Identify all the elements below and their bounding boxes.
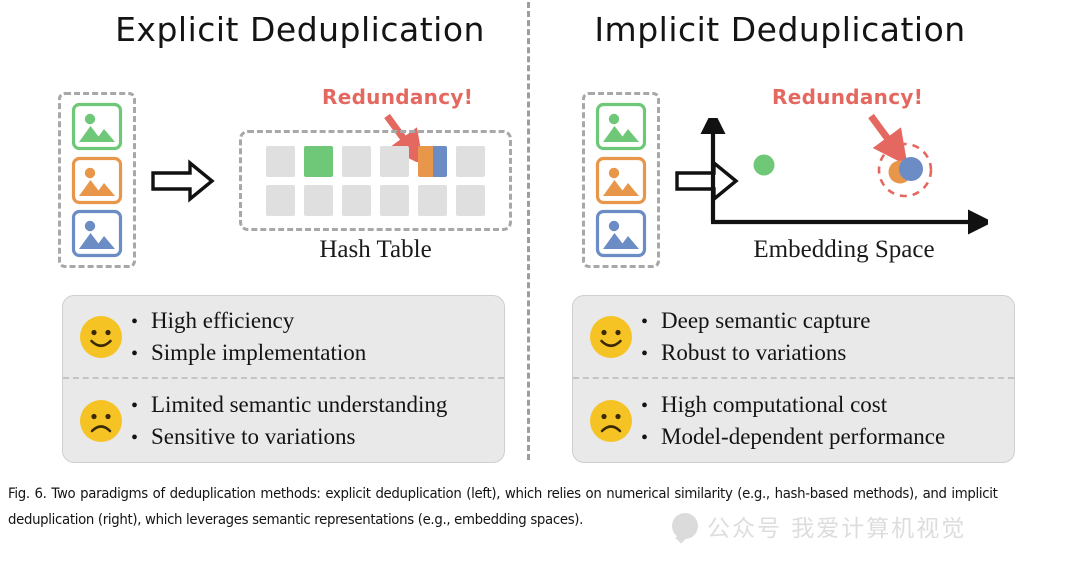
list-item-label: Deep semantic capture — [661, 307, 871, 333]
bullet-glyph: • — [641, 310, 649, 333]
left-pros-list: • High efficiency • Simple implementatio… — [131, 306, 366, 367]
hash-cell-empty — [342, 184, 371, 216]
hash-cell-empty — [456, 184, 485, 216]
right-cons-section: • High computational cost • Model-depend… — [573, 379, 1014, 462]
list-item-label: Robust to variations — [661, 339, 847, 365]
image-thumb-green-icon — [595, 102, 647, 151]
image-thumb-orange-icon — [71, 156, 123, 205]
list-item: • Deep semantic capture — [641, 306, 870, 336]
list-item: • High efficiency — [131, 306, 366, 336]
list-item: • Simple implementation — [131, 338, 366, 368]
bullet-glyph: • — [131, 310, 139, 333]
figure-caption-number: Fig. 6. — [8, 486, 47, 502]
hash-cell-half-orange — [418, 145, 433, 177]
image-thumb-blue-icon — [71, 209, 123, 258]
right-redundancy-arrow-icon — [866, 112, 912, 167]
hash-cell-collision — [418, 145, 447, 177]
hash-table-box — [239, 130, 512, 231]
list-item-label: High computational cost — [661, 391, 888, 417]
list-item-label: Sensitive to variations — [151, 423, 356, 449]
figure-caption: Fig. 6. Two paradigms of deduplication m… — [8, 481, 998, 533]
left-transform-arrow-icon — [150, 158, 216, 209]
right-pros-list: • Deep semantic capture • Robust to vari… — [641, 306, 870, 367]
bullet-glyph: • — [641, 342, 649, 365]
left-cons-list: • Limited semantic understanding • Sensi… — [131, 390, 447, 451]
image-thumb-green-icon — [71, 102, 123, 151]
list-item-label: Simple implementation — [151, 339, 367, 365]
point-blue — [899, 157, 923, 181]
list-item-label: Model-dependent performance — [661, 423, 946, 449]
bullet-glyph: • — [131, 342, 139, 365]
left-cons-section: • Limited semantic understanding • Sensi… — [63, 379, 504, 462]
hash-table-label: Hash Table — [319, 236, 432, 263]
bullet-glyph: • — [641, 394, 649, 417]
image-thumb-blue-icon — [595, 209, 647, 258]
hash-cell-empty — [418, 184, 447, 216]
point-green — [753, 154, 775, 176]
figure-caption-text: Two paradigms of deduplication methods: … — [8, 486, 998, 528]
frowny-face-icon — [587, 397, 635, 445]
image-thumb-orange-icon — [595, 156, 647, 205]
hash-cell-green — [304, 145, 333, 177]
right-pros-section: • Deep semantic capture • Robust to vari… — [573, 296, 1014, 379]
list-item: • Model-dependent performance — [641, 422, 945, 452]
hash-cell-empty — [342, 145, 371, 177]
hash-cell-empty — [266, 145, 295, 177]
right-proscons-card: • Deep semantic capture • Robust to vari… — [572, 295, 1015, 463]
right-panel-title: Implicit Deduplication — [594, 10, 966, 49]
hash-table-row — [266, 184, 485, 216]
hash-cell-empty — [456, 145, 485, 177]
hash-cell-empty — [266, 184, 295, 216]
list-item: • High computational cost — [641, 390, 945, 420]
right-redundancy-label: Redundancy! — [772, 85, 924, 109]
left-redundancy-arrow-icon — [382, 112, 428, 167]
hash-cell-empty — [380, 184, 409, 216]
bullet-glyph: • — [131, 394, 139, 417]
list-item: • Limited semantic understanding — [131, 390, 447, 420]
hash-cell-empty — [304, 184, 333, 216]
list-item: • Robust to variations — [641, 338, 870, 368]
list-item: • Sensitive to variations — [131, 422, 447, 452]
right-image-stack — [582, 92, 660, 268]
hash-cell-empty — [380, 145, 409, 177]
smiley-face-icon — [587, 313, 635, 361]
hash-cell-half-blue — [432, 145, 447, 177]
panel-divider — [527, 2, 530, 460]
dashed-red-circle — [877, 142, 933, 198]
bullet-glyph: • — [131, 426, 139, 449]
smiley-face-icon — [77, 313, 125, 361]
frowny-face-icon — [77, 397, 125, 445]
embedding-space-label: Embedding Space — [753, 236, 935, 263]
right-cons-list: • High computational cost • Model-depend… — [641, 390, 945, 451]
left-pros-section: • High efficiency • Simple implementatio… — [63, 296, 504, 379]
hash-table-row — [266, 145, 485, 177]
list-item-label: Limited semantic understanding — [151, 391, 448, 417]
embedding-space-plot — [700, 108, 993, 236]
left-proscons-card: • High efficiency • Simple implementatio… — [62, 295, 505, 463]
left-redundancy-label: Redundancy! — [322, 85, 474, 109]
left-panel-title: Explicit Deduplication — [115, 10, 485, 49]
bullet-glyph: • — [641, 426, 649, 449]
left-image-stack — [58, 92, 136, 268]
list-item-label: High efficiency — [151, 307, 295, 333]
